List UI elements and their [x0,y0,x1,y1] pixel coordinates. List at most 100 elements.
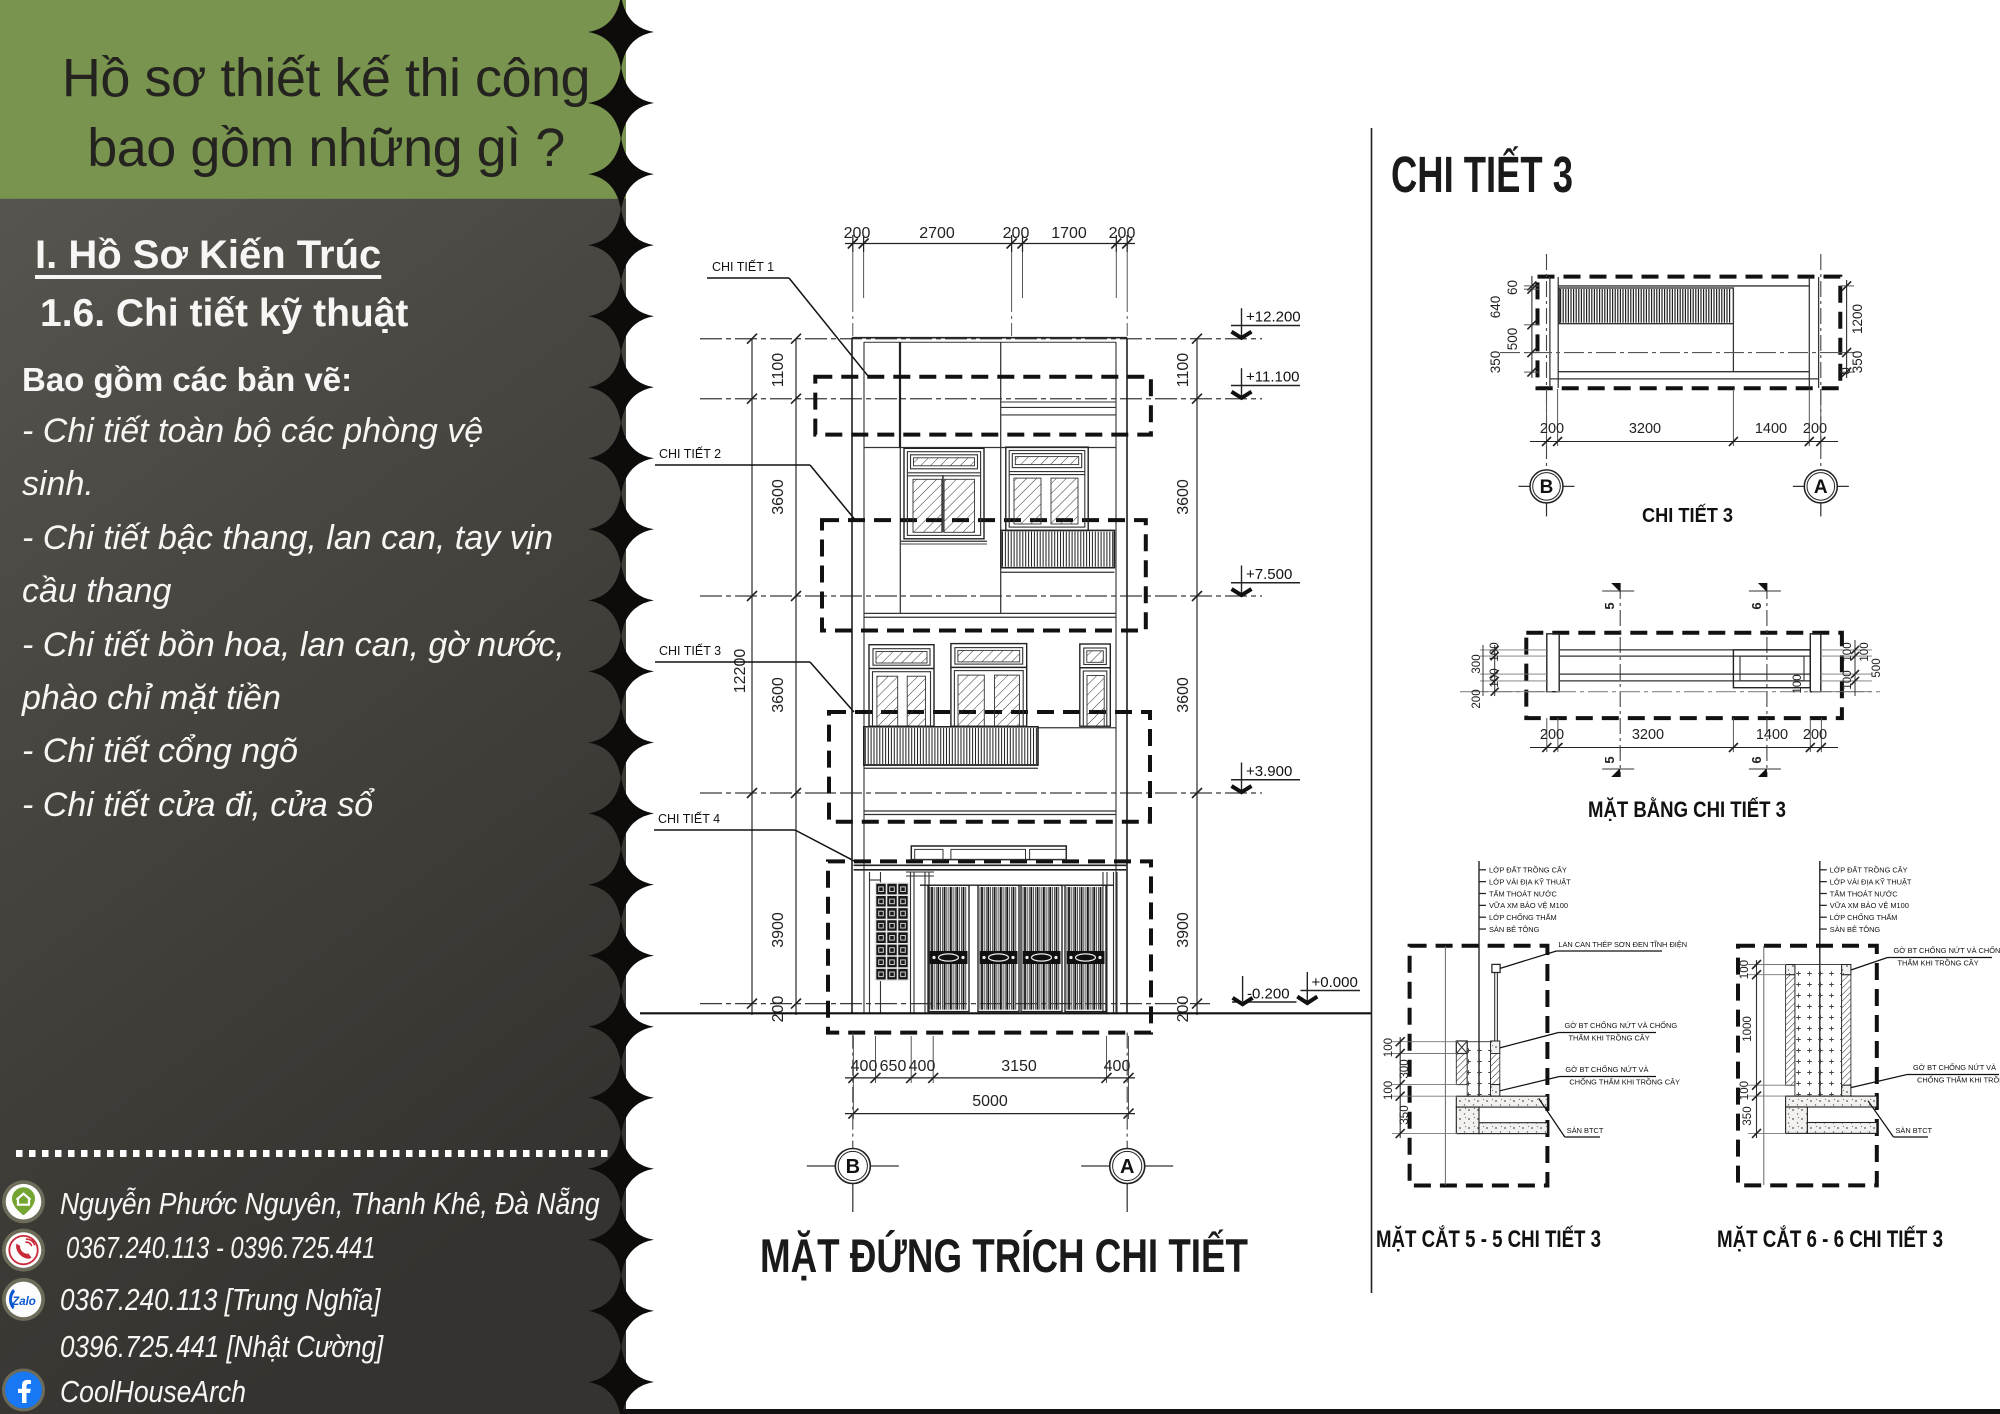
svg-text:A: A [1814,477,1828,498]
svg-text:1200: 1200 [1850,304,1865,334]
svg-text:3600: 3600 [1175,677,1192,713]
svg-text:60: 60 [1505,280,1520,295]
svg-text:CHI TIẾT 2: CHI TIẾT 2 [659,446,721,461]
svg-text:CHI TIẾT 3: CHI TIẾT 3 [659,643,721,658]
svg-text:100: 100 [1489,668,1501,687]
svg-text:+7.500: +7.500 [1246,566,1292,583]
svg-text:-0.200: -0.200 [1247,986,1290,1003]
svg-text:3600: 3600 [770,479,787,515]
svg-text:VỮA XM BẢO VỆ M100: VỮA XM BẢO VỆ M100 [1489,901,1568,910]
svg-text:LỚP CHỐNG THẤM: LỚP CHỐNG THẤM [1830,912,1898,922]
svg-text:CHI TIẾT 3: CHI TIẾT 3 [1642,504,1733,527]
svg-text:650: 650 [880,1058,907,1075]
svg-text:SÀN BTCT: SÀN BTCT [1896,1126,1933,1135]
svg-text:100: 100 [1859,642,1871,661]
svg-text:TẤM THOÁT NƯỚC: TẤM THOÁT NƯỚC [1489,888,1557,898]
svg-text:VỮA XM BẢO VỆ M100: VỮA XM BẢO VỆ M100 [1830,901,1909,910]
svg-text:CHI TIẾT 3: CHI TIẾT 3 [1391,145,1573,203]
svg-text:200: 200 [770,996,787,1023]
svg-text:100: 100 [1739,1081,1751,1100]
svg-text:200: 200 [1471,689,1483,708]
svg-text:TẤM THOÁT NƯỚC: TẤM THOÁT NƯỚC [1830,888,1898,898]
svg-text:2700: 2700 [919,225,955,242]
svg-text:200: 200 [1109,225,1136,242]
svg-text:LAN CAN THÉP SƠN ĐEN TĨNH ĐIỆN: LAN CAN THÉP SƠN ĐEN TĨNH ĐIỆN [1558,940,1687,949]
svg-text:100: 100 [1792,674,1804,693]
svg-text:CHỐNG THẤM KHI TRỒNG CÂY: CHỐNG THẤM KHI TRỒNG CÂY [1917,1075,2000,1085]
svg-text:MẶT CẮT 5 - 5 CHI TIẾT 3: MẶT CẮT 5 - 5 CHI TIẾT 3 [1376,1225,1601,1253]
svg-text:+11.100: +11.100 [1246,369,1300,386]
svg-text:500: 500 [1871,658,1883,677]
svg-text:+0.000: +0.000 [1312,974,1358,991]
svg-text:1100: 1100 [1175,353,1192,388]
svg-text:500: 500 [1505,328,1520,351]
svg-text:5: 5 [1602,756,1617,763]
svg-text:3200: 3200 [1629,421,1661,437]
svg-text:MẶT ĐỨNG TRÍCH CHI TIẾT: MẶT ĐỨNG TRÍCH CHI TIẾT [760,1229,1248,1282]
svg-text:LỚP ĐẤT TRỒNG CÂY: LỚP ĐẤT TRỒNG CÂY [1489,865,1567,875]
svg-text:LỚP ĐẤT TRỒNG CÂY: LỚP ĐẤT TRỒNG CÂY [1830,865,1908,875]
svg-text:THẤM KHI TRỒNG CÂY: THẤM KHI TRỒNG CÂY [1898,958,1979,968]
svg-text:3200: 3200 [1632,727,1664,743]
svg-text:GỜ BT CHỐNG NỨT VÀ: GỜ BT CHỐNG NỨT VÀ [1565,1064,1648,1074]
svg-text:SÀN BTCT: SÀN BTCT [1567,1126,1604,1135]
svg-text:5: 5 [1602,602,1617,609]
svg-text:350: 350 [1488,351,1503,374]
svg-text:1400: 1400 [1755,421,1787,437]
svg-text:350: 350 [1742,1106,1754,1125]
svg-text:3150: 3150 [1001,1058,1037,1075]
svg-text:100: 100 [1842,670,1854,689]
svg-text:400: 400 [909,1058,936,1075]
svg-text:300: 300 [1399,1059,1411,1078]
svg-text:LỚP CHỐNG THẤM: LỚP CHỐNG THẤM [1489,912,1557,922]
svg-text:100: 100 [1383,1081,1395,1100]
svg-text:200: 200 [1175,996,1192,1023]
svg-text:CHỐNG THẤM KHI TRỒNG CÂY: CHỐNG THẤM KHI TRỒNG CÂY [1569,1077,1680,1087]
svg-text:0: 0 [1838,367,1853,375]
svg-text:200: 200 [1540,421,1564,437]
svg-text:+3.900: +3.900 [1246,763,1292,780]
svg-text:5000: 5000 [972,1093,1008,1110]
svg-text:1000: 1000 [1742,1016,1754,1042]
svg-text:6: 6 [1749,602,1764,609]
svg-text:200: 200 [1540,727,1564,743]
svg-text:200: 200 [1003,225,1030,242]
svg-text:THẤM KHI TRỒNG CÂY: THẤM KHI TRỒNG CÂY [1569,1033,1650,1043]
svg-text:1100: 1100 [770,353,787,388]
svg-text:3900: 3900 [1175,912,1192,948]
svg-text:100: 100 [1383,1038,1395,1057]
svg-text:1700: 1700 [1051,225,1087,242]
svg-text:LỚP VẢI ĐỊA KỸ THUẬT: LỚP VẢI ĐỊA KỸ THUẬT [1830,877,1912,886]
svg-text:CHI TIẾT 4: CHI TIẾT 4 [658,811,720,826]
svg-text:B: B [846,1156,860,1178]
svg-text:12200: 12200 [732,649,749,694]
svg-text:3600: 3600 [770,677,787,713]
svg-text:GỜ BT CHỐNG NỨT VÀ: GỜ BT CHỐNG NỨT VÀ [1913,1062,1996,1072]
svg-text:Zalo: Zalo [11,1296,36,1308]
svg-text:100: 100 [1842,642,1854,661]
svg-text:200: 200 [1803,727,1827,743]
svg-text:200: 200 [1803,421,1827,437]
svg-text:200: 200 [844,225,871,242]
svg-text:1400: 1400 [1756,727,1788,743]
svg-text:300: 300 [1471,654,1483,673]
svg-text:MẶT BẰNG CHI TIẾT 3: MẶT BẰNG CHI TIẾT 3 [1588,797,1786,822]
svg-text:6: 6 [1749,756,1764,763]
svg-text:B: B [1540,477,1554,498]
svg-text:GỜ BT CHỐNG NỨT VÀ CHỐNG: GỜ BT CHỐNG NỨT VÀ CHỐNG [1565,1020,1678,1030]
svg-text:350: 350 [1399,1105,1411,1124]
svg-text:3600: 3600 [1175,479,1192,515]
svg-text:A: A [1120,1156,1134,1178]
svg-text:MẶT CẮT 6 - 6 CHI TIẾT 3: MẶT CẮT 6 - 6 CHI TIẾT 3 [1717,1225,1943,1253]
svg-text:100: 100 [1739,960,1751,979]
svg-text:100: 100 [1489,642,1501,661]
svg-text:+12.200: +12.200 [1246,309,1301,326]
svg-text:3900: 3900 [770,912,787,948]
svg-text:350: 350 [1850,351,1865,374]
svg-text:SÀN BÊ TÔNG: SÀN BÊ TÔNG [1489,925,1540,934]
svg-text:SÀN BÊ TÔNG: SÀN BÊ TÔNG [1830,925,1881,934]
svg-text:CHI TIẾT 1: CHI TIẾT 1 [712,259,774,274]
svg-text:400: 400 [1104,1058,1131,1075]
svg-text:LỚP VẢI ĐỊA KỸ THUẬT: LỚP VẢI ĐỊA KỸ THUẬT [1489,877,1571,886]
svg-text:640: 640 [1488,296,1503,319]
